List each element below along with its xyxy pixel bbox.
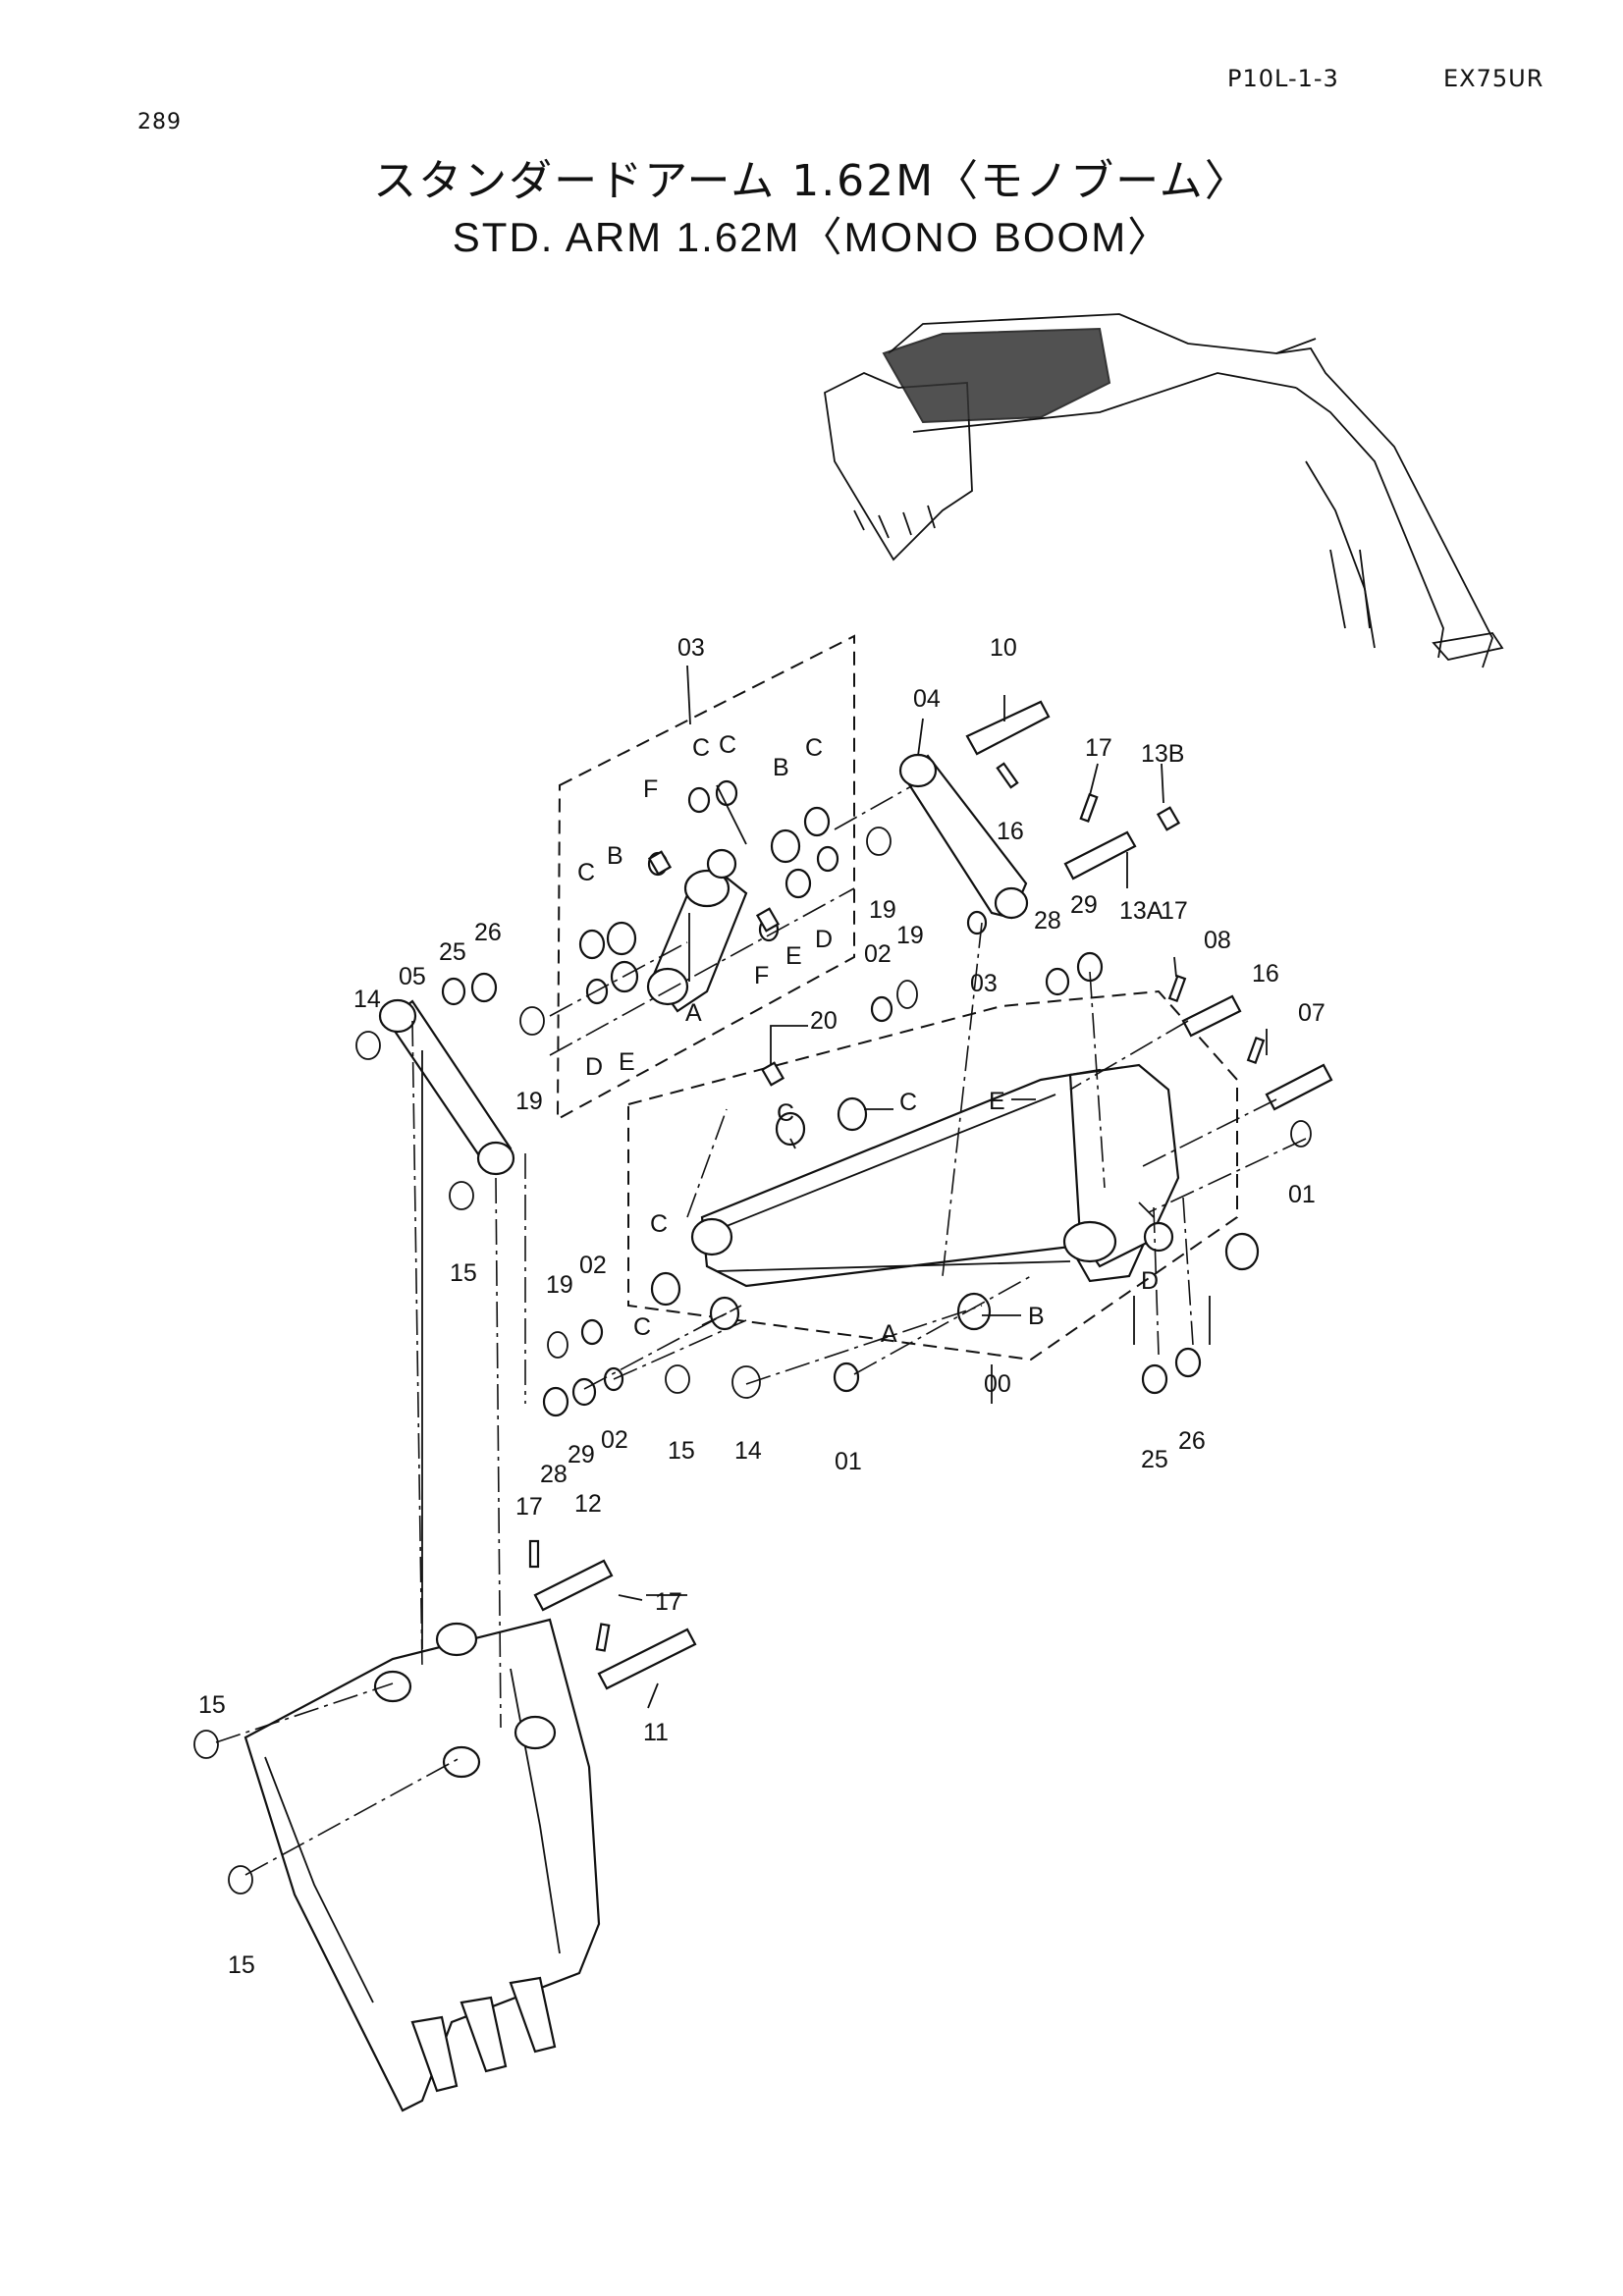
callout-10: 10	[990, 634, 1017, 662]
callout-13a: 13A	[1119, 897, 1163, 925]
callout-letter-c: C	[899, 1089, 917, 1116]
callout-letter-b: B	[607, 842, 623, 870]
callout-02: 02	[601, 1426, 628, 1454]
leader-lines	[421, 665, 1268, 1709]
callout-letter-e: E	[989, 1088, 1005, 1115]
link-03	[646, 848, 748, 1013]
callout-15: 15	[668, 1437, 695, 1465]
callout-03: 03	[677, 634, 705, 662]
callout-letter-d: D	[1141, 1267, 1159, 1295]
callout-03: 03	[970, 970, 998, 997]
callout-16: 16	[997, 818, 1024, 845]
callout-17: 17	[655, 1588, 682, 1616]
page-number: 289	[137, 110, 182, 134]
bucket	[243, 1618, 601, 2112]
callout-25: 25	[439, 938, 466, 966]
callout-08: 08	[1204, 927, 1231, 954]
pin-10	[965, 700, 1051, 756]
callout-26: 26	[474, 919, 502, 946]
callout-letter-e: E	[619, 1048, 635, 1076]
callout-19: 19	[869, 896, 896, 924]
callout-letter-c: C	[577, 859, 595, 886]
part-callouts: 00 01 01 02 02 02 03 03 04 05 07 08 10 1…	[198, 634, 1325, 1979]
callout-letter-a: A	[685, 999, 702, 1027]
callout-17: 17	[1161, 897, 1188, 925]
callout-letter-d: D	[815, 926, 833, 953]
callout-02: 02	[864, 940, 892, 968]
callout-07: 07	[1298, 999, 1325, 1027]
small-parts	[193, 762, 1312, 1895]
group-03-boundary	[556, 634, 855, 1121]
callout-letter-a: A	[881, 1320, 897, 1348]
callout-01: 01	[835, 1448, 862, 1475]
callout-14: 14	[734, 1437, 762, 1465]
callout-26: 26	[1178, 1427, 1206, 1455]
callout-05: 05	[399, 963, 426, 990]
reference-code: P10L-1-3	[1227, 65, 1339, 92]
callout-28: 28	[540, 1461, 568, 1488]
callout-12: 12	[574, 1490, 602, 1518]
title-japanese: スタンダードアーム 1.62M〈モノブーム〉	[373, 156, 1250, 206]
callout-28: 28	[1034, 907, 1061, 934]
pins	[533, 700, 1333, 1690]
callout-01: 01	[1288, 1181, 1316, 1208]
callout-04: 04	[913, 685, 941, 713]
model-name: EX75UR	[1443, 65, 1544, 92]
callout-letter-e: E	[785, 942, 802, 970]
center-lines	[215, 784, 1307, 1876]
callout-17: 17	[1085, 734, 1112, 762]
callout-19: 19	[896, 922, 924, 949]
callout-25: 25	[1141, 1446, 1168, 1473]
callout-letter-f: F	[643, 775, 658, 803]
pin-07	[1265, 1063, 1333, 1111]
callout-letter-d: D	[585, 1053, 603, 1081]
callout-letter-c: C	[633, 1313, 651, 1341]
callout-letter-c: C	[650, 1210, 668, 1238]
callout-letter-c: C	[692, 734, 710, 762]
callout-letter-c: C	[719, 731, 736, 759]
callout-16: 16	[1252, 960, 1279, 988]
callout-19: 19	[515, 1088, 543, 1115]
callout-letter-c: C	[777, 1099, 794, 1127]
callout-19: 19	[546, 1271, 573, 1299]
callout-11: 11	[643, 1719, 669, 1746]
pin-08	[1181, 994, 1242, 1038]
callout-letter-f: F	[754, 962, 769, 989]
callout-20: 20	[810, 1007, 838, 1035]
group-00-boundary	[627, 989, 1238, 1362]
pin-11	[597, 1628, 697, 1690]
pin-12	[533, 1559, 614, 1612]
link-04	[898, 753, 1029, 920]
callout-15: 15	[450, 1259, 477, 1287]
callout-17: 17	[515, 1493, 543, 1521]
callout-letter-b: B	[773, 754, 789, 781]
link-05	[378, 998, 515, 1176]
callout-15: 15	[228, 1951, 255, 1979]
callout-29: 29	[1070, 891, 1098, 919]
callout-letter-c: C	[805, 734, 823, 762]
callout-02: 02	[579, 1252, 607, 1279]
callout-13b: 13B	[1141, 740, 1184, 768]
arm-body	[690, 1063, 1180, 1288]
callout-15: 15	[198, 1691, 226, 1719]
pin-13a	[1063, 830, 1137, 881]
callout-14: 14	[353, 986, 381, 1013]
overview-inset	[824, 313, 1504, 668]
letter-callouts: A A B B B C C C C C C C C D D D E E E F …	[577, 731, 1159, 1348]
title-english: STD. ARM 1.62M〈MONO BOOM〉	[452, 214, 1171, 260]
callout-29: 29	[568, 1441, 595, 1468]
callout-00: 00	[984, 1370, 1011, 1398]
callout-letter-b: B	[1028, 1303, 1045, 1330]
